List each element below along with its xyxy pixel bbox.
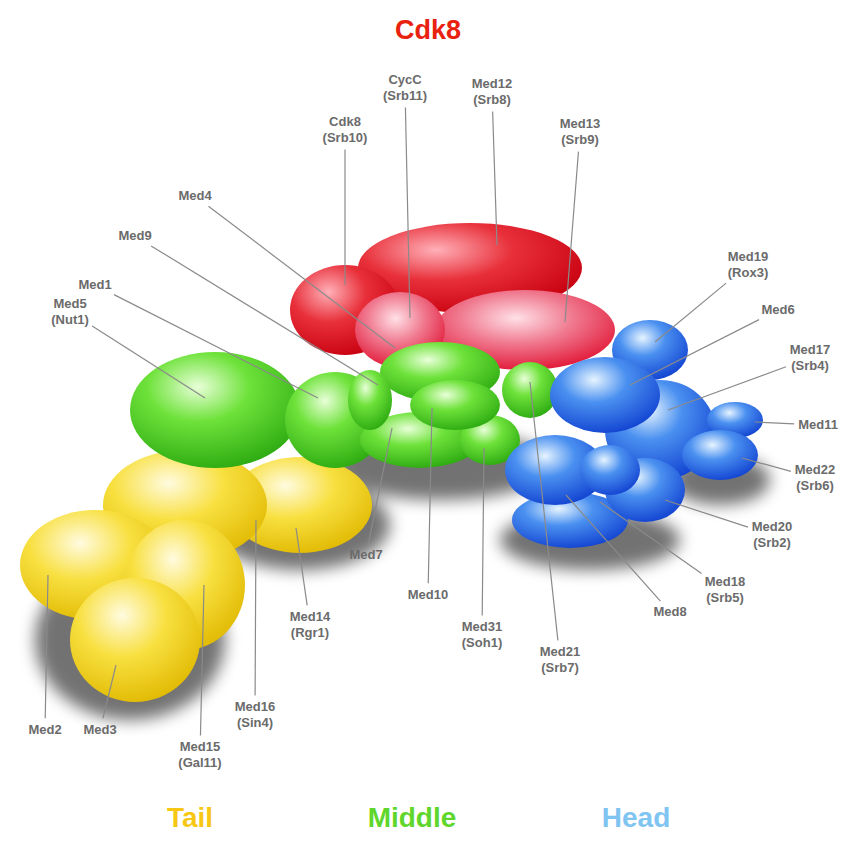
leader-line (493, 112, 497, 245)
leader-line (600, 502, 701, 573)
leader-line (114, 295, 318, 398)
leader-line (344, 150, 345, 285)
module-name: Middle (368, 801, 457, 835)
leader-line (630, 320, 759, 385)
leader-line (655, 283, 726, 342)
leader-line (665, 500, 748, 527)
leader-line (668, 367, 786, 410)
leader-line (428, 408, 432, 583)
subunit-label: Med2 (28, 722, 61, 738)
drop-shadow (35, 430, 770, 720)
subunit-label: Med6 (761, 302, 794, 318)
leader-line (208, 206, 395, 348)
leader-line (566, 495, 660, 601)
leader-line (742, 458, 791, 471)
leader-line (565, 152, 578, 322)
subunit-label: Med9 (118, 228, 151, 244)
leader-line (482, 448, 484, 615)
subunit-label: Med14 (Rgr1) (290, 609, 330, 640)
module-name: Head (602, 801, 670, 835)
leader-line (368, 428, 392, 543)
middle-module (130, 342, 558, 468)
subunit-label: Med19 (Rox3) (728, 249, 768, 280)
leader-line (755, 422, 794, 424)
subunit-label: Med7 (349, 547, 382, 563)
subunit-label: Med10 (408, 587, 448, 603)
leader-line (151, 246, 378, 385)
leader-line (405, 108, 410, 318)
subunit-label: Med21 (Srb7) (540, 644, 580, 675)
leader-line (530, 382, 558, 640)
subunit-label: Med5 (Nut1) (51, 296, 89, 327)
tail-module (20, 450, 372, 702)
subunit-label: Med1 (78, 277, 111, 293)
module-name: Tail (167, 801, 213, 835)
subunit-label: Med8 (653, 604, 686, 620)
subunit-label: Med3 (83, 722, 116, 738)
leader-line (45, 575, 48, 718)
leader-line (200, 585, 204, 735)
subunit-label: Med16 (Sin4) (235, 699, 275, 730)
leader-line (296, 528, 307, 605)
leader-line (255, 520, 257, 695)
subunit-label: Med11 (798, 417, 838, 433)
subunit-label: Med20 (Srb2) (752, 519, 792, 550)
subunit-label: Med22 (Srb6) (795, 462, 835, 493)
subunit-label: Med13 (Srb9) (560, 116, 600, 147)
subunit-label: Med4 (178, 188, 211, 204)
leader-line (92, 326, 205, 398)
diagram-title: Cdk8 (395, 15, 461, 46)
subunit-label: Med12 (Srb8) (472, 76, 512, 107)
subunit-label: Cdk8 (Srb10) (323, 114, 368, 145)
subunit-label: Med18 (Srb5) (705, 574, 745, 605)
leader-line (103, 665, 116, 718)
subunit-label: Med31 (Soh1) (462, 619, 502, 650)
subunit-label: CycC (Srb11) (383, 72, 427, 103)
subunit-label: Med17 (Srb4) (790, 342, 830, 373)
subunit-label: Med15 (Gal11) (178, 739, 221, 770)
